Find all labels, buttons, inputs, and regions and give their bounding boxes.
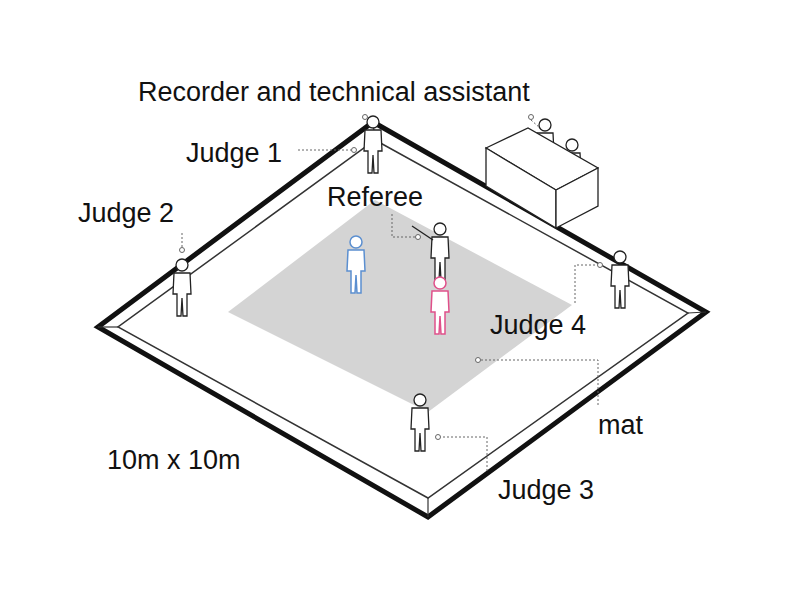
- mat: [228, 200, 572, 412]
- recorder-table: [486, 128, 598, 228]
- leader-lines: [182, 120, 598, 471]
- area-label: mat: [598, 409, 643, 441]
- outer-border: [98, 122, 706, 517]
- area-label: 10m x 10m: [107, 444, 241, 476]
- leader-dots: [180, 115, 603, 440]
- red-competitor: [431, 277, 449, 334]
- area-label: Referee: [327, 181, 423, 213]
- area-label: Recorder and technical assistant: [138, 76, 530, 108]
- area-label: Judge 2: [78, 197, 174, 229]
- area-label: Judge 3: [498, 474, 594, 506]
- area-label: Judge 4: [490, 309, 586, 341]
- blue-competitor: [347, 236, 365, 293]
- safety-border: [118, 140, 688, 498]
- officials: [173, 116, 629, 451]
- bevel-lines: [98, 122, 706, 517]
- area-label: Judge 1: [186, 137, 282, 169]
